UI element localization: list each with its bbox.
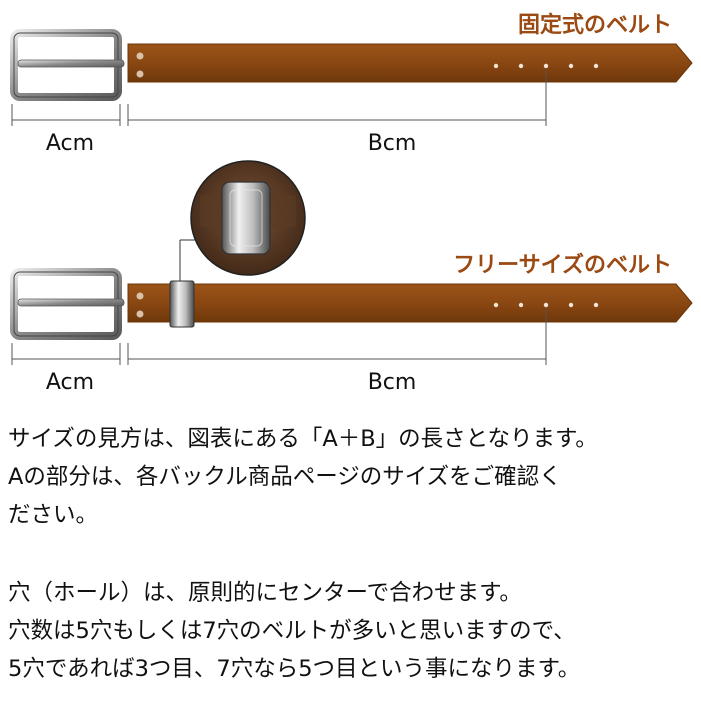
fixed-dimension-lines	[11, 70, 547, 126]
belt-holes	[493, 302, 599, 308]
rivet-icon	[136, 310, 144, 318]
free-buckle-icon	[10, 268, 125, 340]
note-line: Aの部分は、各バックル商品ページのサイズをご確認く	[8, 464, 562, 490]
free-belt-title: フリーサイズのベルト	[453, 252, 672, 278]
belt-clip-icon	[169, 280, 195, 328]
fixed-belt-strap	[127, 43, 693, 83]
free-dim-b-label: Bcm	[368, 370, 417, 395]
note-line: ださい。	[8, 502, 99, 528]
fixed-dim-b-label: Bcm	[368, 131, 417, 156]
note-line: 穴（ホール）は、原則的にセンターで合わせます。	[8, 580, 522, 606]
fixed-belt-title: 固定式のベルト	[518, 12, 672, 38]
fixed-belt-section: 固定式のベルト Acm Bcm	[10, 12, 693, 156]
note-line: サイズの見方は、図表にある「A＋B」の長さとなります。	[8, 426, 598, 452]
rivet-icon	[136, 70, 144, 78]
note-line: 5穴であれば3つ目、7穴なら5つ目という事になります。	[8, 656, 581, 682]
paragraph-gap	[8, 534, 698, 574]
clip-closeup-icon	[190, 160, 306, 276]
belt-size-diagram: 固定式のベルト Acm Bcm	[10, 12, 693, 395]
free-dim-a-label: Acm	[46, 370, 94, 395]
rivet-icon	[136, 52, 144, 60]
free-belt-strap	[127, 280, 693, 328]
free-belt-section: フリーサイズのベルト Ac	[10, 160, 693, 395]
note-line: 穴数は5穴もしくは7穴のベルトが多いと思いますので、	[8, 618, 576, 644]
free-dimension-lines	[11, 309, 547, 365]
belt-holes	[493, 63, 599, 69]
rivet-icon	[136, 292, 144, 300]
fixed-dim-a-label: Acm	[46, 131, 94, 156]
size-notes: サイズの見方は、図表にある「A＋B」の長さとなります。 Aの部分は、各バックル商…	[8, 420, 698, 688]
fixed-buckle-icon	[10, 29, 125, 101]
